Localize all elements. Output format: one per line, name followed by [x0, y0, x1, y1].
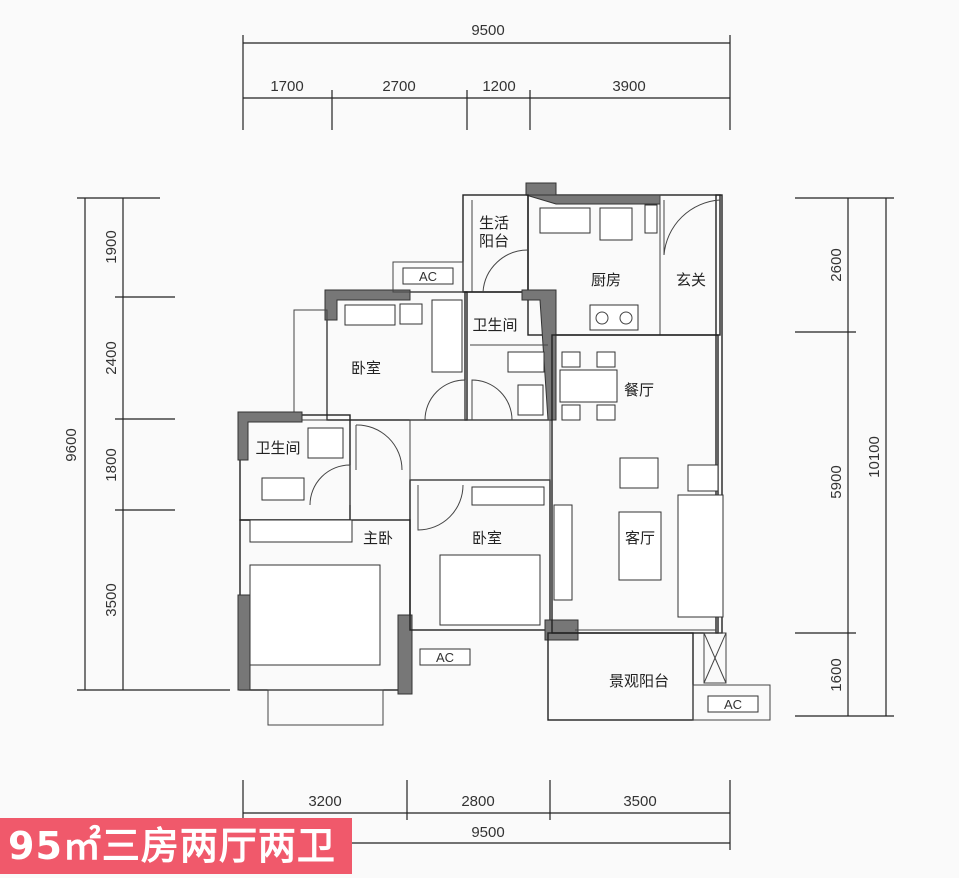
dim-top-total: 9500 — [471, 22, 504, 39]
label-bedroom-second: 卧室 — [472, 529, 502, 547]
label-living: 客厅 — [625, 529, 655, 547]
label-utility-balcony-1: 生活 — [479, 214, 509, 232]
armchair — [619, 457, 659, 489]
bathtub-left — [261, 477, 305, 501]
bed-second — [439, 554, 541, 626]
bathtub — [507, 351, 545, 373]
side-table — [687, 464, 719, 492]
wardrobe-master — [249, 519, 353, 543]
label-bedroom-top: 卧室 — [351, 359, 381, 377]
dim-left-4: 3500 — [103, 583, 120, 616]
label-scenic-balcony: 景观阳台 — [609, 672, 669, 690]
ac-label-right: AC — [724, 697, 742, 712]
washbasin — [517, 384, 544, 416]
dim-top-2: 2700 — [382, 78, 415, 95]
dim-right-3: 1600 — [828, 658, 845, 691]
label-dining: 餐厅 — [624, 381, 654, 399]
unit-type-badge: 95㎡三房两厅两卫 — [0, 818, 352, 874]
label-master-bedroom: 主卧 — [363, 529, 393, 547]
dim-right-total: 10100 — [866, 436, 883, 478]
dim-bottom-3: 3500 — [623, 793, 656, 810]
ac-units: AC AC AC — [392, 261, 759, 713]
wardrobe — [431, 299, 463, 373]
dim-left-total: 9600 — [63, 428, 80, 461]
dim-top-4: 3900 — [612, 78, 645, 95]
sofa — [677, 494, 724, 618]
dim-top-3: 1200 — [482, 78, 515, 95]
bed-pillows — [344, 304, 396, 326]
label-bathroom-middle: 卫生间 — [472, 316, 517, 334]
dimension-lines — [77, 35, 894, 850]
ac-label-bottom: AC — [436, 650, 454, 665]
dim-left-3: 1800 — [103, 448, 120, 481]
label-bathroom-left: 卫生间 — [255, 439, 300, 457]
dining-table — [559, 369, 618, 403]
label-kitchen: 厨房 — [591, 271, 621, 289]
stove — [589, 304, 639, 331]
fridge — [599, 207, 633, 241]
dim-top-1: 1700 — [270, 78, 303, 95]
ac-label-top: AC — [419, 269, 437, 284]
furniture — [249, 204, 724, 666]
dim-bottom-2: 2800 — [461, 793, 494, 810]
dim-left-1: 1900 — [103, 230, 120, 263]
dim-right-1: 2600 — [828, 248, 845, 281]
coffee-table — [618, 511, 662, 581]
wardrobe-second — [471, 486, 545, 506]
room-labels: 生活 阳台 厨房 玄关 卫生间 卧室 餐厅 卫生间 主卧 卧室 客厅 景观阳台 — [255, 214, 706, 690]
dim-right-2: 5900 — [828, 465, 845, 498]
label-utility-balcony-2: 阳台 — [479, 232, 509, 250]
bed-master — [249, 564, 381, 666]
dim-bottom-total: 9500 — [471, 824, 504, 841]
dim-bottom-1: 3200 — [308, 793, 341, 810]
dim-left-2: 2400 — [103, 341, 120, 374]
sink — [539, 207, 591, 234]
washbasin-left — [307, 427, 344, 459]
tv-cabinet — [553, 504, 573, 601]
label-entrance: 玄关 — [676, 271, 706, 289]
dimension-labels: 9500 1700 2700 1200 3900 3200 2800 3500 … — [63, 22, 883, 841]
